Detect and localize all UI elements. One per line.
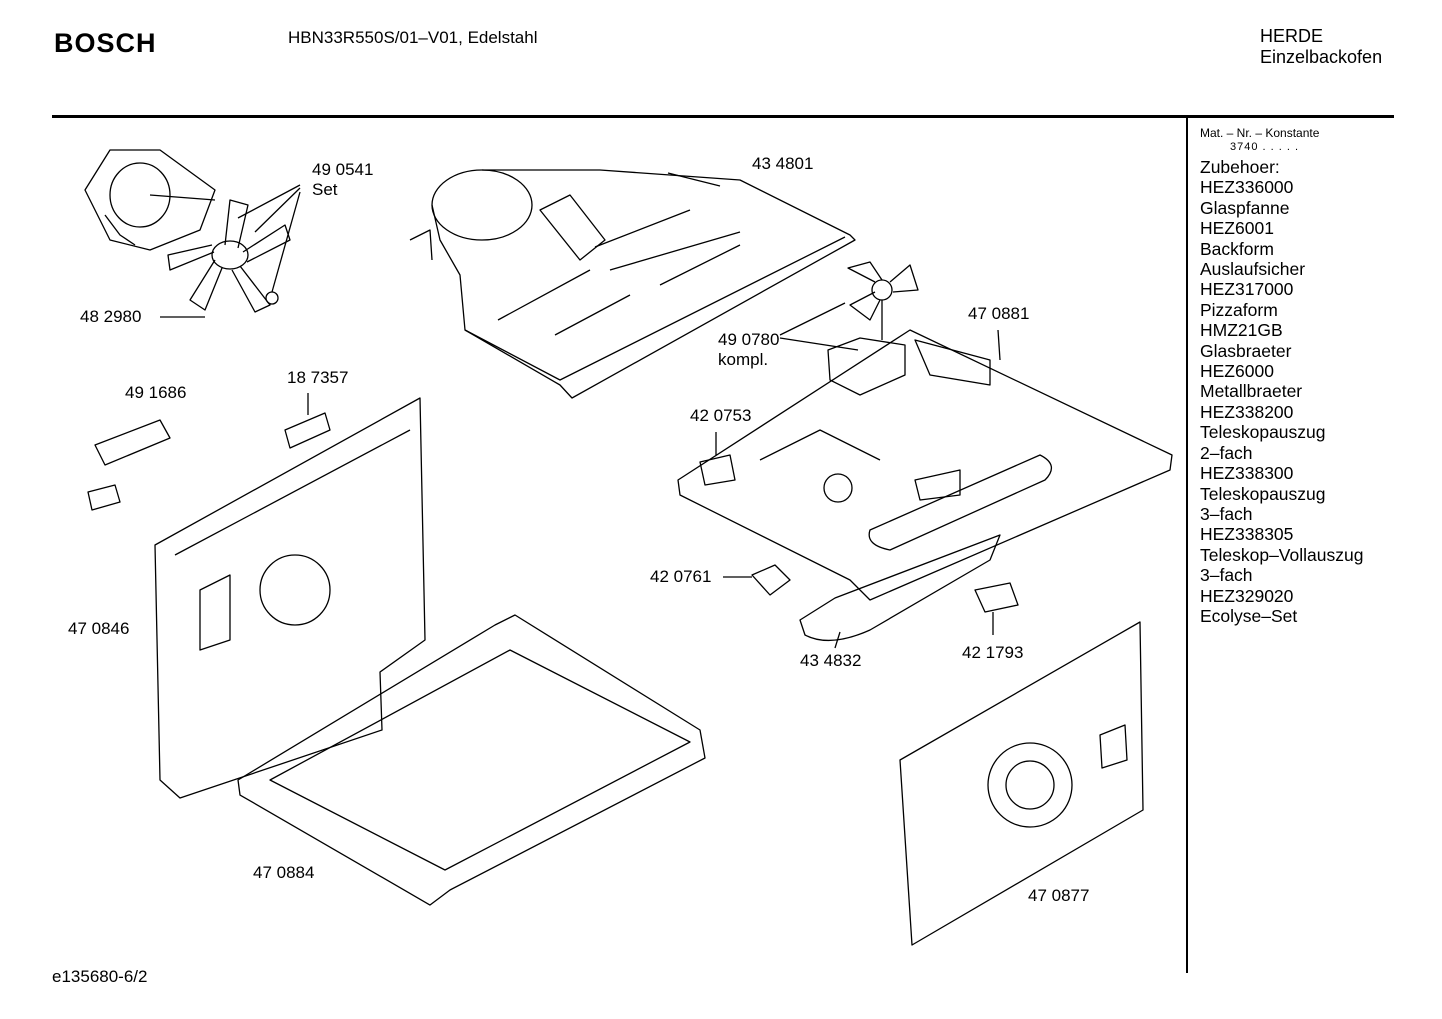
accessory-item: 3–fach: [1200, 503, 1253, 524]
accessory-item: Teleskop–Vollauszug: [1200, 544, 1364, 565]
accessory-item: Metallbraeter: [1200, 381, 1303, 402]
accessory-item: HEZ336000: [1200, 177, 1294, 198]
oven-floor-tray-part: [237, 614, 706, 906]
terminal-strip-part: [284, 393, 331, 449]
sidebar-divider: [1186, 118, 1188, 973]
accessory-item: Backform: [1200, 238, 1274, 259]
part-number-label: 42 0753: [690, 406, 752, 425]
brand-logo: BOSCH: [54, 28, 157, 58]
accessory-item: Zubehoer:: [1200, 157, 1280, 177]
header-rule: [52, 115, 1394, 118]
part-number-label: 48 2980: [80, 307, 142, 326]
part-number-label: 49 0541: [312, 160, 374, 179]
fan-motor-part: [84, 149, 216, 251]
accessory-item: HEZ329020: [1200, 585, 1294, 606]
thermostat-part: [974, 582, 1019, 635]
category-title: HERDE: [1260, 26, 1324, 46]
accessory-item: 3–fach: [1200, 565, 1253, 586]
part-number-label: 47 0881: [968, 304, 1030, 323]
lower-duct-part: [799, 534, 1001, 649]
rear-wall-part: [154, 397, 426, 799]
part-number-label: 43 4832: [800, 651, 862, 670]
model-number: HBN33R550S/01–V01, Edelstahl: [288, 28, 538, 47]
part-number-label: 42 1793: [962, 643, 1024, 662]
part-number-label: 47 0884: [253, 863, 315, 882]
accessory-item: Teleskopauszug: [1200, 422, 1326, 443]
accessory-item: Glaspfanne: [1200, 197, 1290, 218]
part-number-label: 47 0846: [68, 619, 130, 638]
accessory-item: Pizzaform: [1200, 299, 1278, 320]
part-number-label: 43 4801: [752, 154, 814, 173]
accessory-item: Glasbraeter: [1200, 340, 1292, 361]
sensor-bracket-part: [699, 432, 736, 486]
rear-panel-fan-part: [899, 621, 1144, 946]
constant-value: 3740 . . . . .: [1230, 141, 1300, 153]
part-number-label: 49 1686: [125, 383, 187, 402]
accessory-item: HEZ338300: [1200, 463, 1294, 484]
part-number-label: 42 0761: [650, 567, 712, 586]
part-note-label: Set: [312, 180, 338, 199]
terminal-block-part: [87, 419, 171, 511]
document-code: e135680-6/2: [52, 967, 148, 986]
accessory-list: Zubehoer: HEZ336000 Glaspfanne HEZ6001 B…: [1200, 157, 1363, 626]
accessory-item: HEZ6000: [1200, 361, 1274, 382]
constant-label: Mat. – Nr. – Konstante: [1200, 126, 1320, 140]
accessory-item: HEZ338200: [1200, 401, 1294, 422]
exploded-view-drawing: [84, 149, 1173, 946]
accessory-item: Auslaufsicher: [1200, 259, 1306, 280]
accessory-item: HMZ21GB: [1200, 320, 1283, 341]
cooling-fan-part: [827, 261, 919, 396]
accessory-item: HEZ338305: [1200, 524, 1294, 545]
accessory-item: HEZ6001: [1200, 218, 1274, 239]
fan-impeller-part: [167, 199, 291, 313]
accessory-item: 2–fach: [1200, 442, 1253, 463]
mounting-clip-part: [723, 564, 791, 596]
part-number-label: 18 7357: [287, 368, 349, 387]
top-air-duct-part: [409, 169, 856, 399]
category-subtitle: Einzelbackofen: [1260, 47, 1383, 67]
part-number-label: 47 0877: [1028, 886, 1090, 905]
accessory-item: HEZ317000: [1200, 279, 1294, 300]
accessory-item: Ecolyse–Set: [1200, 605, 1298, 626]
part-number-label: 49 0780: [718, 330, 780, 349]
oven-top-plate-part: [677, 329, 1173, 601]
accessory-item: Teleskopauszug: [1200, 483, 1326, 504]
part-note-label: kompl.: [718, 350, 769, 369]
